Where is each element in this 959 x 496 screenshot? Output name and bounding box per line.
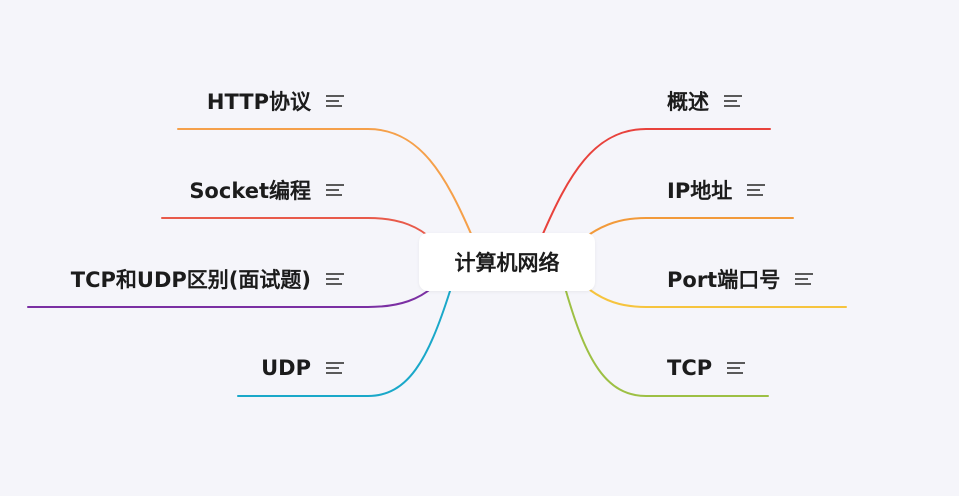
connector-overview bbox=[541, 128, 771, 237]
note-icon[interactable] bbox=[794, 272, 814, 286]
branch-tcp[interactable]: TCP bbox=[667, 351, 746, 385]
root-topic[interactable]: 计算机网络 bbox=[419, 233, 595, 291]
branch-port[interactable]: Port端口号 bbox=[667, 262, 814, 296]
root-topic-label: 计算机网络 bbox=[454, 251, 560, 275]
connector-udp bbox=[237, 290, 451, 397]
connector-tcp bbox=[565, 290, 769, 397]
branch-label: Port端口号 bbox=[667, 268, 781, 292]
branch-label: 概述 bbox=[667, 90, 709, 114]
note-icon[interactable] bbox=[746, 183, 766, 197]
note-icon[interactable] bbox=[325, 361, 345, 375]
branch-tcp-udp-diff[interactable]: TCP和UDP区别(面试题) bbox=[71, 262, 345, 296]
note-icon[interactable] bbox=[325, 183, 345, 197]
connector-ip bbox=[589, 217, 794, 235]
branch-label: IP地址 bbox=[667, 179, 733, 203]
connector-http bbox=[177, 128, 473, 237]
connector-port bbox=[589, 289, 847, 308]
branch-http[interactable]: HTTP协议 bbox=[207, 84, 345, 118]
branch-overview[interactable]: 概述 bbox=[667, 84, 743, 118]
branch-label: HTTP协议 bbox=[206, 90, 311, 114]
note-icon[interactable] bbox=[325, 94, 345, 108]
branch-label: TCP bbox=[667, 356, 713, 380]
branch-ip-address[interactable]: IP地址 bbox=[667, 173, 766, 207]
branch-udp[interactable]: UDP bbox=[261, 351, 345, 385]
note-icon[interactable] bbox=[723, 94, 743, 108]
branch-label: Socket编程 bbox=[189, 179, 311, 203]
note-icon[interactable] bbox=[726, 361, 746, 375]
branch-label: TCP和UDP区别(面试题) bbox=[70, 268, 311, 292]
branch-label: UDP bbox=[261, 356, 311, 380]
note-icon[interactable] bbox=[325, 272, 345, 286]
branch-socket[interactable]: Socket编程 bbox=[189, 173, 345, 207]
connector-socket bbox=[161, 217, 434, 241]
